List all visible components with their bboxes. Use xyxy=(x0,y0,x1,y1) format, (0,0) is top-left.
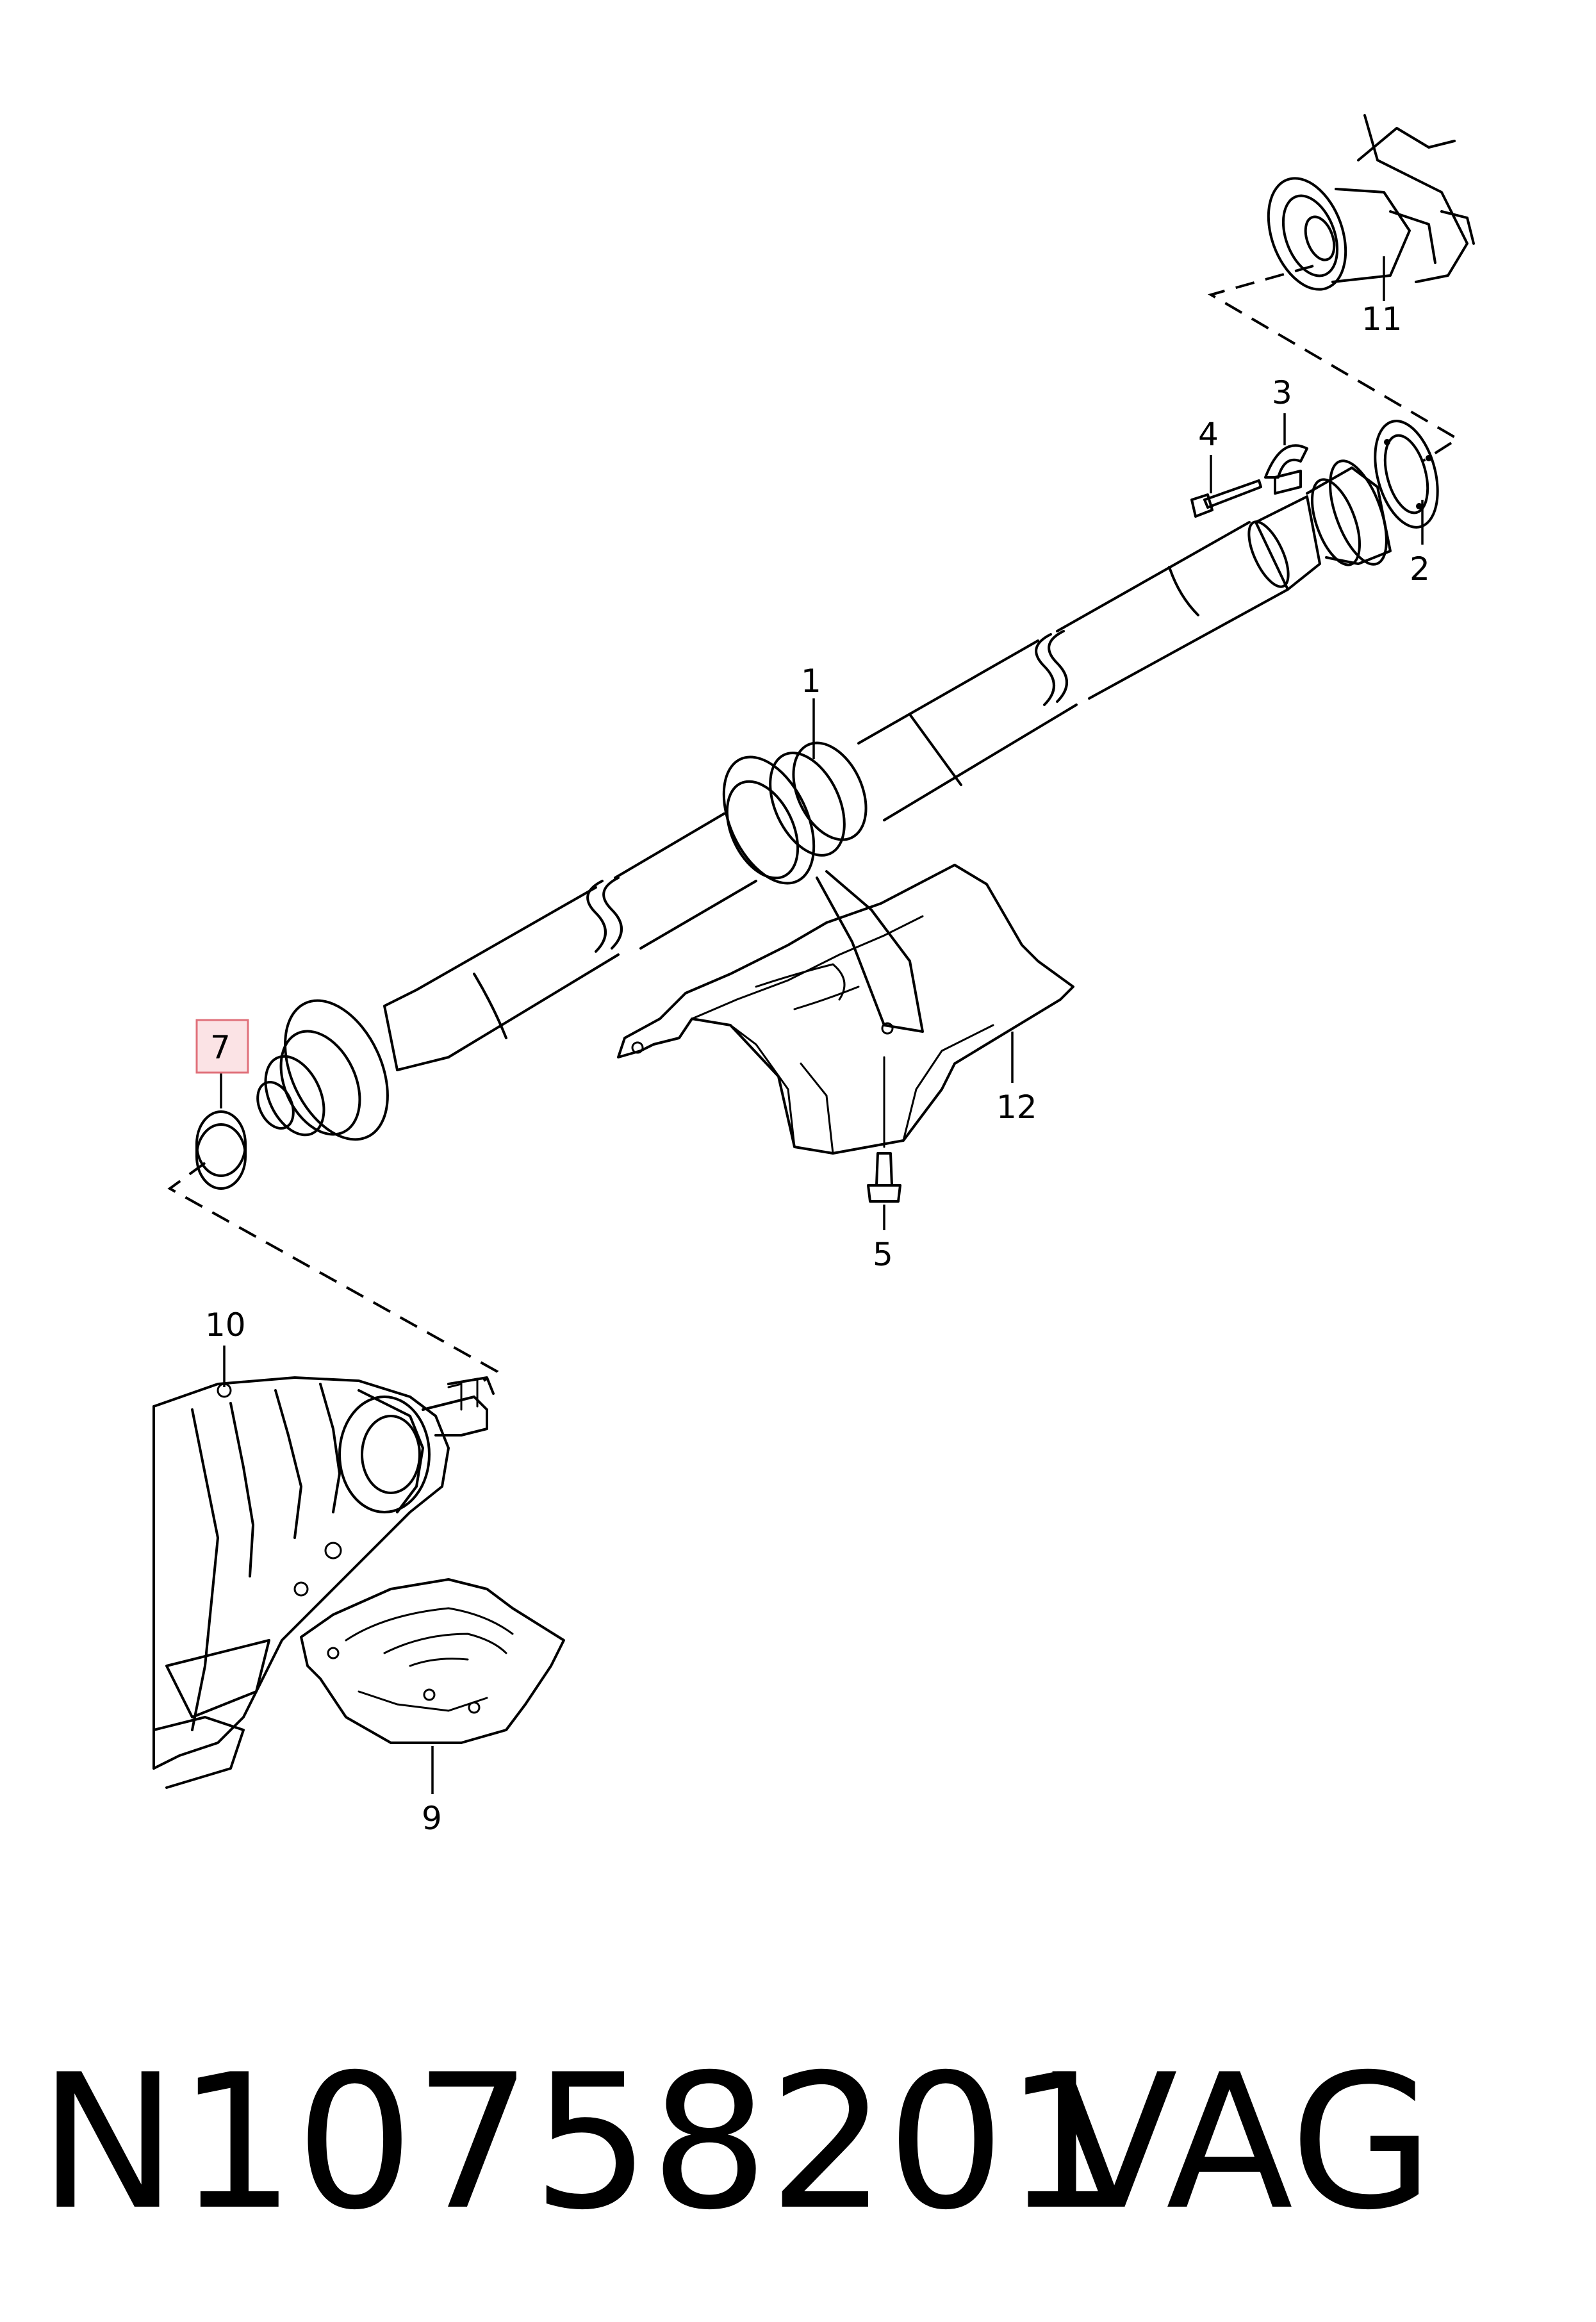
callout-label-3: 3 xyxy=(1272,374,1292,411)
callout-label-7: 7 xyxy=(210,1029,231,1066)
bolt-part-4 xyxy=(1190,479,1262,518)
callout-label-11: 11 xyxy=(1362,301,1403,338)
bolt-part-5 xyxy=(867,1056,901,1203)
callout-label-5: 5 xyxy=(873,1236,893,1273)
callout-label-12: 12 xyxy=(996,1089,1037,1126)
rear-differential-flange xyxy=(1267,114,1475,291)
part-number: N10758201 xyxy=(38,2035,1123,2251)
heat-shield xyxy=(617,864,1074,1155)
callout-label-10: 10 xyxy=(205,1306,246,1344)
callout-7-highlight xyxy=(195,1019,249,1074)
sleeve-ring-part-7 xyxy=(195,1110,247,1190)
callout-label-2: 2 xyxy=(1410,550,1430,588)
callout-label-4: 4 xyxy=(1198,416,1219,453)
brand-name: VAG xyxy=(1051,2035,1434,2251)
transmission-heat-shield xyxy=(300,1578,565,1744)
transmission-assembly xyxy=(152,1376,495,1789)
callout-label-9: 9 xyxy=(422,1800,442,1837)
propeller-shaft xyxy=(256,459,1392,1141)
callout-label-1: 1 xyxy=(801,663,821,700)
clamp-bracket xyxy=(1264,444,1308,495)
flex-disc-coupling xyxy=(1374,420,1439,529)
